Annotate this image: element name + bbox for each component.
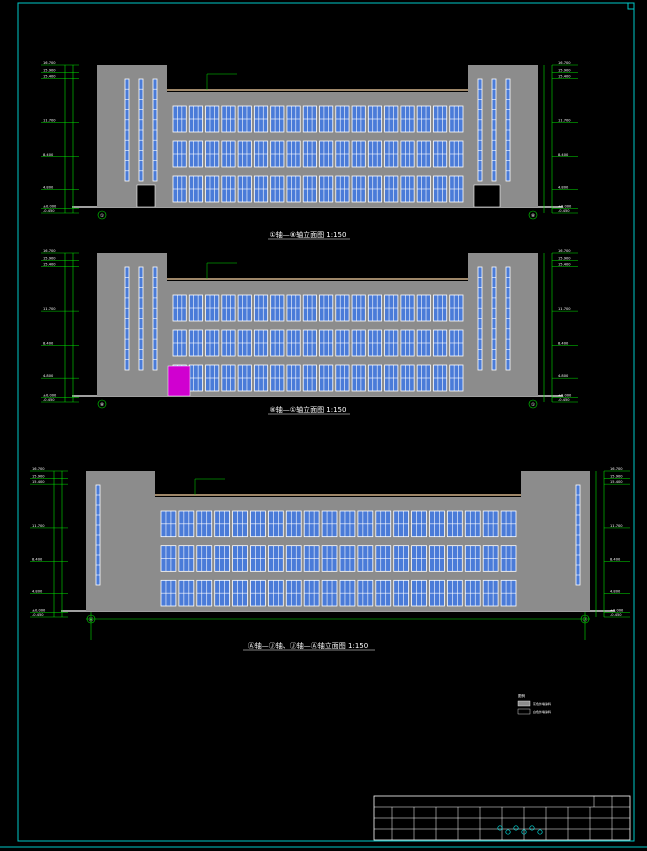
level-label: 15.400 xyxy=(558,262,571,266)
logo-ring xyxy=(497,825,503,831)
elevation-caption-2: ⑧轴—①轴立面图 1:150 xyxy=(270,405,347,414)
entrance-door xyxy=(136,184,156,208)
level-label: 15.400 xyxy=(558,74,571,78)
axis-label: ① xyxy=(100,213,104,219)
level-label: 11.700 xyxy=(43,119,56,123)
level-label: 16.700 xyxy=(43,61,56,65)
level-label: 8.400 xyxy=(558,153,569,157)
level-label: ±0.000 xyxy=(558,205,572,209)
level-label: 11.700 xyxy=(558,307,571,311)
elevation-a-j: 16.700 15.900 15.400 11.700 8.400 4.800 ±0.000… xyxy=(30,467,630,640)
level-label: 16.700 xyxy=(32,467,45,471)
axis-label: ① xyxy=(531,402,535,408)
entrance-door xyxy=(473,184,501,208)
level-label: ±0.000 xyxy=(43,394,57,398)
level-label: 4.800 xyxy=(43,374,54,378)
axis-label: ⑧ xyxy=(531,213,535,219)
level-label: 16.700 xyxy=(610,467,623,471)
axis-bubble xyxy=(97,210,107,220)
level-label: -0.450 xyxy=(610,613,622,617)
logo-ring xyxy=(513,825,519,831)
level-label: 15.400 xyxy=(610,480,623,484)
axis-label: ⑧ xyxy=(100,402,104,408)
level-label: ±0.000 xyxy=(32,609,46,613)
level-label: 8.400 xyxy=(43,341,54,345)
legend: 图例 灰色外墙涂料 白色外墙涂料 xyxy=(517,693,551,715)
level-label: 15.900 xyxy=(32,474,45,478)
logo-ring xyxy=(505,829,511,835)
logo-ring xyxy=(521,829,527,835)
level-label: 4.800 xyxy=(43,185,54,189)
level-label: 15.900 xyxy=(558,68,571,72)
level-label: 15.400 xyxy=(43,74,56,78)
level-label: 4.800 xyxy=(610,590,621,594)
level-label: -0.450 xyxy=(43,209,55,213)
logo-ring xyxy=(529,825,535,831)
entrance-door xyxy=(167,365,191,397)
outer-frame xyxy=(17,2,635,842)
legend-swatch-grey xyxy=(517,700,531,707)
elevation-8-1: 16.700 15.900 15.400 11.700 8.400 4.800 ±0.000… xyxy=(41,249,578,409)
axis-bubble xyxy=(528,210,538,220)
level-label: ±0.000 xyxy=(43,205,57,209)
level-label: 4.800 xyxy=(32,590,43,594)
top-right-tick xyxy=(627,2,635,10)
level-label: 8.400 xyxy=(43,153,54,157)
level-label: 11.700 xyxy=(610,524,623,528)
legend-item-white: 白色外墙涂料 xyxy=(533,709,551,714)
level-label: -0.450 xyxy=(558,398,570,402)
level-label: 15.900 xyxy=(558,256,571,260)
level-label: 15.400 xyxy=(32,480,45,484)
level-label: 15.400 xyxy=(43,262,56,266)
level-label: 15.900 xyxy=(43,256,56,260)
level-label: 16.700 xyxy=(558,61,571,65)
axis-bubble xyxy=(97,399,107,409)
level-label: 4.800 xyxy=(558,374,569,378)
level-label: 8.400 xyxy=(558,341,569,345)
elevation-caption-3: Ⓐ轴—Ⓙ轴、Ⓙ轴—Ⓐ轴立面图 1:150 xyxy=(248,641,368,650)
level-label: 15.900 xyxy=(610,474,623,478)
level-label: -0.450 xyxy=(32,613,44,617)
level-label: -0.450 xyxy=(43,398,55,402)
legend-swatch-white xyxy=(517,708,531,715)
level-label: ±0.000 xyxy=(610,609,624,613)
level-label: -0.450 xyxy=(558,209,570,213)
level-label: 11.700 xyxy=(43,307,56,311)
level-label: ±0.000 xyxy=(558,394,572,398)
title-block xyxy=(373,795,631,841)
level-label: 8.400 xyxy=(610,558,621,562)
level-label: 11.700 xyxy=(32,524,45,528)
level-label: 16.700 xyxy=(558,249,571,253)
legend-title: 图例 xyxy=(518,693,526,698)
elevation-caption-1: ①轴—⑧轴立面图 1:150 xyxy=(270,230,347,239)
level-label: 16.700 xyxy=(43,249,56,253)
elevation-1-8: 16.700 15.900 15.400 11.700 8.400 4.800 ±0.000… xyxy=(41,61,578,220)
logo-ring xyxy=(537,829,543,835)
level-label: 8.400 xyxy=(32,558,43,562)
level-label: 4.800 xyxy=(558,185,569,189)
level-label: 15.900 xyxy=(43,68,56,72)
level-label: 11.700 xyxy=(558,119,571,123)
axis-bubble xyxy=(528,399,538,409)
legend-item-grey: 灰色外墙涂料 xyxy=(533,701,551,706)
